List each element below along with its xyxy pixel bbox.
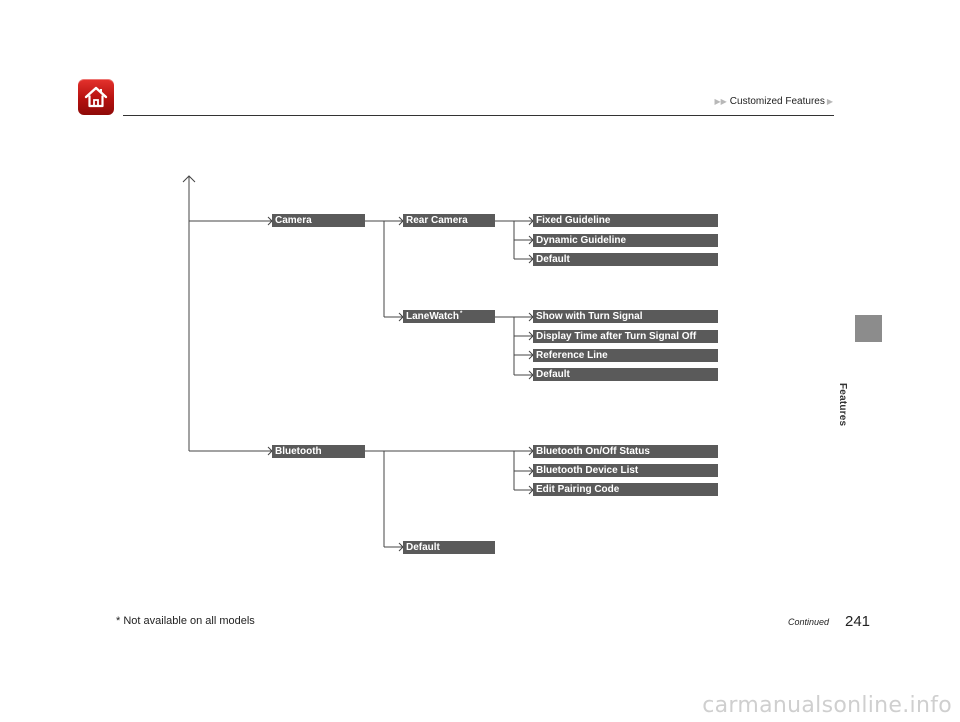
menu-item-lanewatch[interactable]: LaneWatch* (403, 310, 495, 323)
menu-item-bluetooth-default[interactable]: Default (403, 541, 495, 554)
menu-item-lanewatch-default[interactable]: Default (533, 368, 718, 381)
footnote-marker: * (459, 311, 463, 317)
menu-item-dynamic-guideline[interactable]: Dynamic Guideline (533, 234, 718, 247)
breadcrumb-link[interactable]: Customized Features (729, 95, 825, 107)
side-tab-block (855, 315, 882, 342)
footnote: * Not available on all models (116, 615, 255, 627)
watermark: carmanualsonline.info (702, 693, 952, 718)
header-rule (123, 115, 834, 116)
menu-item-bluetooth-device-list[interactable]: Bluetooth Device List (533, 464, 718, 477)
menu-item-edit-pairing-code[interactable]: Edit Pairing Code (533, 483, 718, 496)
menu-item-fixed-guideline[interactable]: Fixed Guideline (533, 214, 718, 227)
menu-item-reference-line[interactable]: Reference Line (533, 349, 718, 362)
breadcrumb: ▶▶ Customized Features ▶ (714, 94, 833, 108)
menu-item-camera[interactable]: Camera (272, 214, 365, 227)
menu-item-rear-camera[interactable]: Rear Camera (403, 214, 495, 227)
menu-item-bluetooth-status[interactable]: Bluetooth On/Off Status (533, 445, 718, 458)
menu-item-bluetooth[interactable]: Bluetooth (272, 445, 365, 458)
home-icon (84, 86, 108, 108)
menu-item-display-time-after-turn-signal-off[interactable]: Display Time after Turn Signal Off (533, 330, 718, 343)
menu-item-rear-camera-default[interactable]: Default (533, 253, 718, 266)
breadcrumb-arrow-icon: ▶▶ (714, 96, 727, 106)
breadcrumb-arrow-icon: ▶ (826, 96, 833, 106)
menu-item-show-with-turn-signal[interactable]: Show with Turn Signal (533, 310, 718, 323)
page-number: 241 (845, 613, 871, 630)
home-button[interactable] (78, 79, 114, 115)
lanewatch-label: LaneWatch (406, 311, 459, 322)
continued-label: Continued (788, 617, 830, 627)
